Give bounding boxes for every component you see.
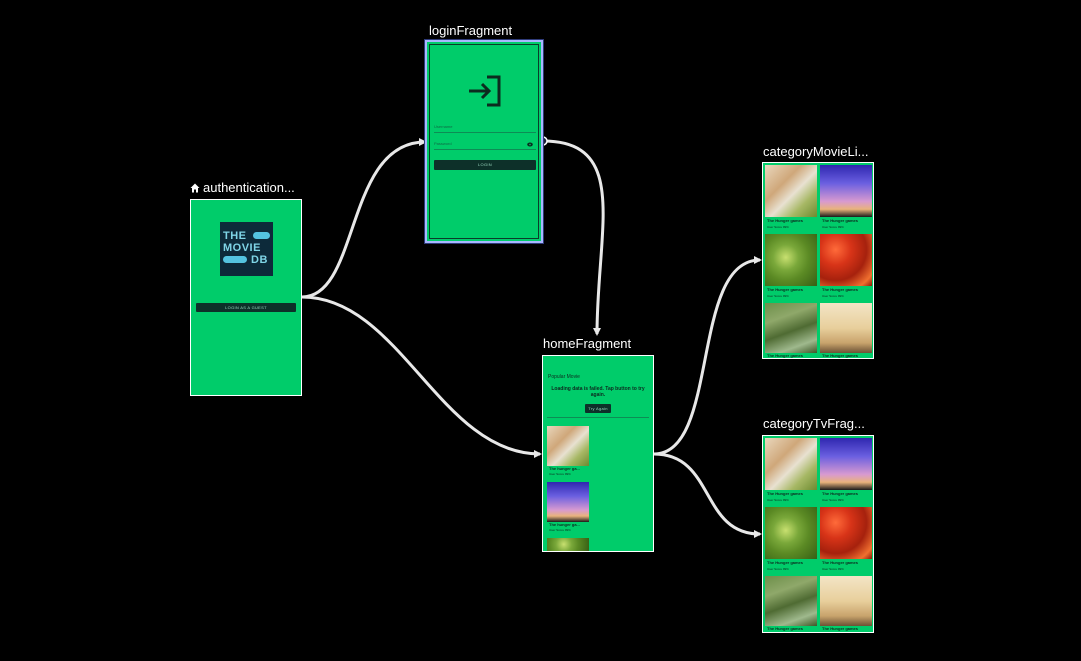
tv-score: User Score 99% [767, 498, 789, 502]
authentication-title[interactable]: authentication... [190, 180, 295, 195]
movie-title: The Hunger games [767, 287, 804, 292]
login-arrow-icon [469, 75, 501, 107]
tv-poster [765, 576, 817, 626]
tv-poster [820, 507, 872, 559]
action-home-to-category-tv[interactable] [653, 452, 762, 538]
category-tv-item-6[interactable]: The Hunger games [820, 576, 872, 632]
movie-score: User Score 99% [549, 472, 571, 476]
tv-score: User Score 99% [767, 567, 789, 571]
movie-title: The Hunger games [822, 353, 859, 358]
logo-line-1: THE [223, 230, 247, 242]
tv-title: The Hunger games [822, 491, 859, 496]
home-movie-item-1[interactable]: The hunger ga... User Score 99% [547, 426, 589, 476]
eye-icon[interactable] [527, 142, 533, 147]
movie-title: The hunger ga... [549, 522, 580, 527]
category-movie-title[interactable]: categoryMovieLi... [763, 144, 869, 159]
section-divider [547, 417, 649, 418]
tv-score: User Score 99% [822, 498, 844, 502]
category-movie-item-5[interactable]: The Hunger games [765, 303, 817, 358]
movie-poster [547, 426, 589, 466]
tv-poster [765, 507, 817, 559]
category-tv-item-1[interactable]: The Hunger games User Score 99% [765, 438, 817, 504]
movie-poster [820, 165, 872, 217]
login-as-guest-button[interactable]: LOGIN AS A GUEST [196, 303, 296, 312]
movie-score: User Score 99% [549, 528, 571, 532]
movie-poster [547, 482, 589, 522]
tv-title: The Hunger games [767, 560, 804, 565]
movie-title: The Hunger games [822, 287, 859, 292]
movie-score: User Score 99% [767, 225, 789, 229]
login-title[interactable]: loginFragment [429, 23, 513, 38]
authentication-title-label: authentication... [203, 180, 295, 195]
movie-poster [765, 165, 817, 217]
home-fragment[interactable]: Popular Movie Loading data is failed. Ta… [542, 355, 654, 552]
category-tv-title[interactable]: categoryTvFrag... [763, 416, 865, 431]
error-message: Loading data is failed. Tap button to tr… [551, 386, 645, 398]
movie-poster [765, 303, 817, 353]
home-movie-item-3[interactable] [547, 538, 589, 551]
password-field[interactable]: Password [434, 141, 536, 150]
tv-title: The Hunger games [767, 491, 804, 496]
category-movie-item-3[interactable]: The Hunger games User Score 99% [765, 234, 817, 300]
tv-title: The Hunger games [767, 626, 804, 631]
movie-title: The Hunger games [767, 218, 804, 223]
movie-poster [765, 234, 817, 286]
category-tv-item-5[interactable]: The Hunger games [765, 576, 817, 632]
movie-poster [547, 538, 589, 551]
try-again-button[interactable]: Try Again [585, 404, 611, 413]
category-tv-item-2[interactable]: The Hunger games User Score 99% [820, 438, 872, 504]
logo-line-3: DB [251, 254, 268, 266]
category-tv-fragment[interactable]: The Hunger games User Score 99% The Hung… [762, 435, 874, 633]
login-fragment[interactable]: Username Password LOGIN [424, 39, 544, 244]
tv-score: User Score 99% [822, 567, 844, 571]
home-movie-item-2[interactable]: The hunger ga... User Score 99% [547, 482, 589, 532]
action-home-to-category-movie[interactable] [653, 256, 762, 456]
category-movie-fragment[interactable]: The Hunger games User Score 99% The Hung… [762, 162, 874, 359]
category-tv-item-4[interactable]: The Hunger games User Score 99% [820, 507, 872, 573]
home-icon [190, 183, 200, 193]
login-button[interactable]: LOGIN [434, 160, 536, 170]
moviedb-logo: THE MOVIE DB [220, 222, 273, 276]
movie-title: The Hunger games [822, 218, 859, 223]
popular-movie-heading: Popular Movie [548, 374, 580, 380]
logo-pill-1 [253, 232, 270, 239]
movie-title: The hunger ga... [549, 466, 580, 471]
category-movie-item-6[interactable]: The Hunger games [820, 303, 872, 358]
tv-poster [820, 576, 872, 626]
logo-pill-2 [223, 256, 247, 263]
action-login-to-home[interactable] [542, 139, 605, 336]
movie-poster [820, 234, 872, 286]
username-field[interactable]: Username [434, 124, 536, 133]
movie-score: User Score 99% [767, 294, 789, 298]
movie-title: The Hunger games [767, 353, 804, 358]
logo-line-2: MOVIE [223, 242, 261, 254]
movie-poster [820, 303, 872, 353]
authentication-fragment[interactable]: THE MOVIE DB LOGIN AS A GUEST [190, 199, 302, 396]
category-movie-item-2[interactable]: The Hunger games User Score 99% [820, 165, 872, 231]
action-authentication-to-home[interactable] [301, 295, 542, 458]
tv-title: The Hunger games [822, 626, 859, 631]
tv-poster [765, 438, 817, 490]
category-movie-item-1[interactable]: The Hunger games User Score 99% [765, 165, 817, 231]
tv-poster [820, 438, 872, 490]
action-authentication-to-login[interactable] [301, 138, 427, 299]
login-inner-frame [429, 44, 539, 239]
category-movie-item-4[interactable]: The Hunger games User Score 99% [820, 234, 872, 300]
movie-score: User Score 99% [822, 294, 844, 298]
movie-score: User Score 99% [822, 225, 844, 229]
home-title[interactable]: homeFragment [543, 336, 632, 351]
tv-title: The Hunger games [822, 560, 859, 565]
category-tv-item-3[interactable]: The Hunger games User Score 99% [765, 507, 817, 573]
